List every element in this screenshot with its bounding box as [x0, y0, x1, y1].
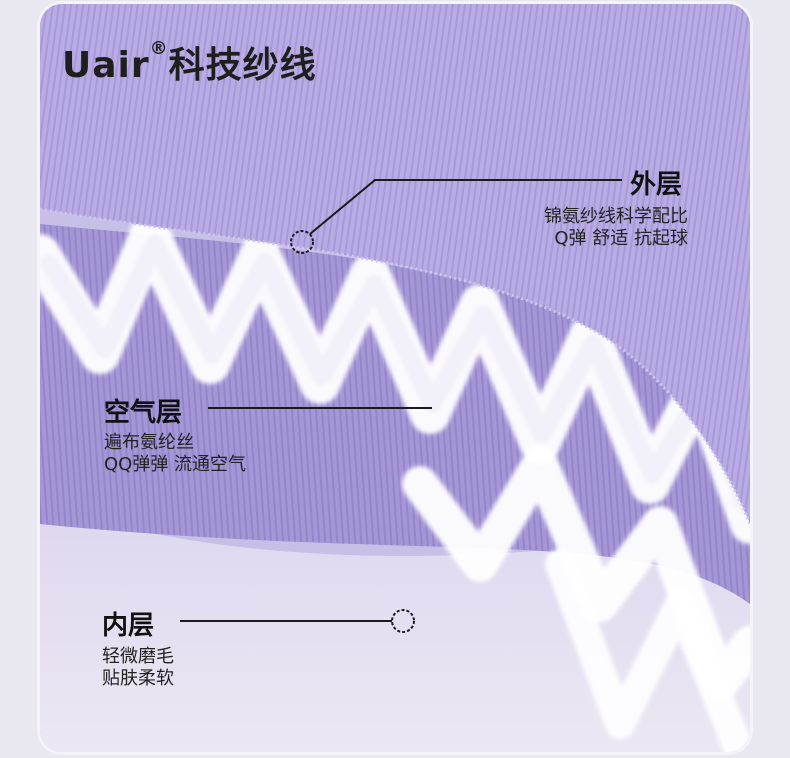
inner-desc-2: 贴肤柔软 [102, 668, 174, 689]
inner-callout [180, 609, 415, 633]
air-heading: 空气层 [104, 398, 183, 428]
page-title: Uair®科技纱线 [62, 36, 317, 88]
outer-layer-fabric [40, 4, 750, 524]
title-text: 科技纱线 [168, 45, 317, 86]
air-desc-1: 遍布氨纶丝 [104, 432, 194, 453]
air-desc-2: QQ弹弹 流通空气 [104, 454, 247, 475]
outer-desc-2: Q弹 舒适 抗起球 [554, 228, 688, 249]
brand-name: Uair [62, 45, 150, 86]
air-layer-fibres [40, 214, 750, 752]
inner-desc-1: 轻微磨毛 [102, 646, 174, 667]
fabric-layers-illustration [40, 4, 750, 752]
inner-heading: 内层 [102, 611, 155, 641]
fabric-illustration-card: Uair®科技纱线 外层 锦氨纱线科学配比 Q弹 舒适 抗起球 空气层 遍布氨纶… [40, 4, 750, 752]
outer-heading: 外层 [630, 170, 683, 200]
outer-callout [290, 179, 622, 254]
outer-desc-1: 锦氨纱线科学配比 [544, 206, 688, 227]
registered-mark: ® [149, 38, 169, 59]
